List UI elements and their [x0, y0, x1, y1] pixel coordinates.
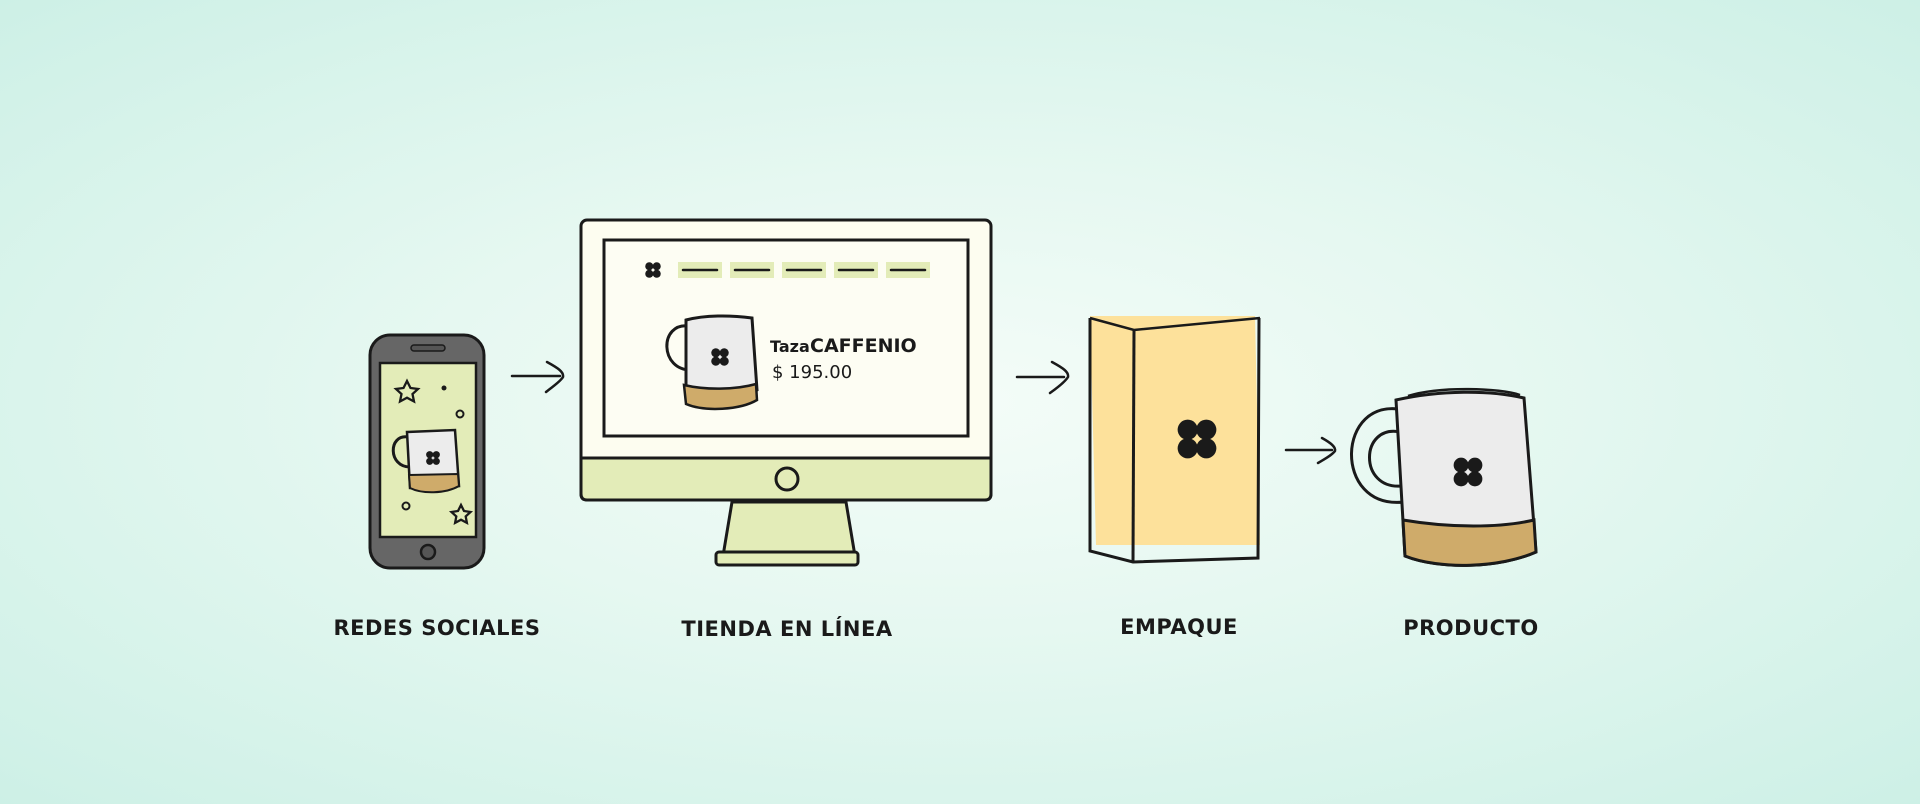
star-icon — [393, 378, 421, 404]
product-prefix: Taza — [770, 337, 810, 356]
step-label-empaque: EMPAQUE — [1120, 615, 1238, 639]
step-label-tienda-en-linea: TIENDA EN LÍNEA — [681, 617, 893, 641]
nav-bar — [678, 262, 930, 278]
product-price: $ 195.00 — [772, 362, 852, 383]
computer-monitor-icon: Taza CAFFENIO $ 195.00 — [579, 218, 993, 567]
arrow-right-icon — [510, 360, 565, 394]
mug-icon — [1350, 387, 1538, 567]
step-label-redes-sociales: REDES SOCIALES — [333, 616, 541, 640]
mug-icon — [665, 314, 759, 411]
package-box-icon — [1088, 316, 1261, 564]
step-label-producto: PRODUCTO — [1403, 616, 1539, 640]
phone-icon — [368, 333, 486, 570]
arrow-right-icon — [1284, 436, 1337, 465]
product-name: CAFFENIO — [810, 335, 917, 357]
arrow-right-icon — [1015, 360, 1070, 395]
mug-icon — [391, 428, 461, 494]
star-icon — [448, 502, 474, 526]
